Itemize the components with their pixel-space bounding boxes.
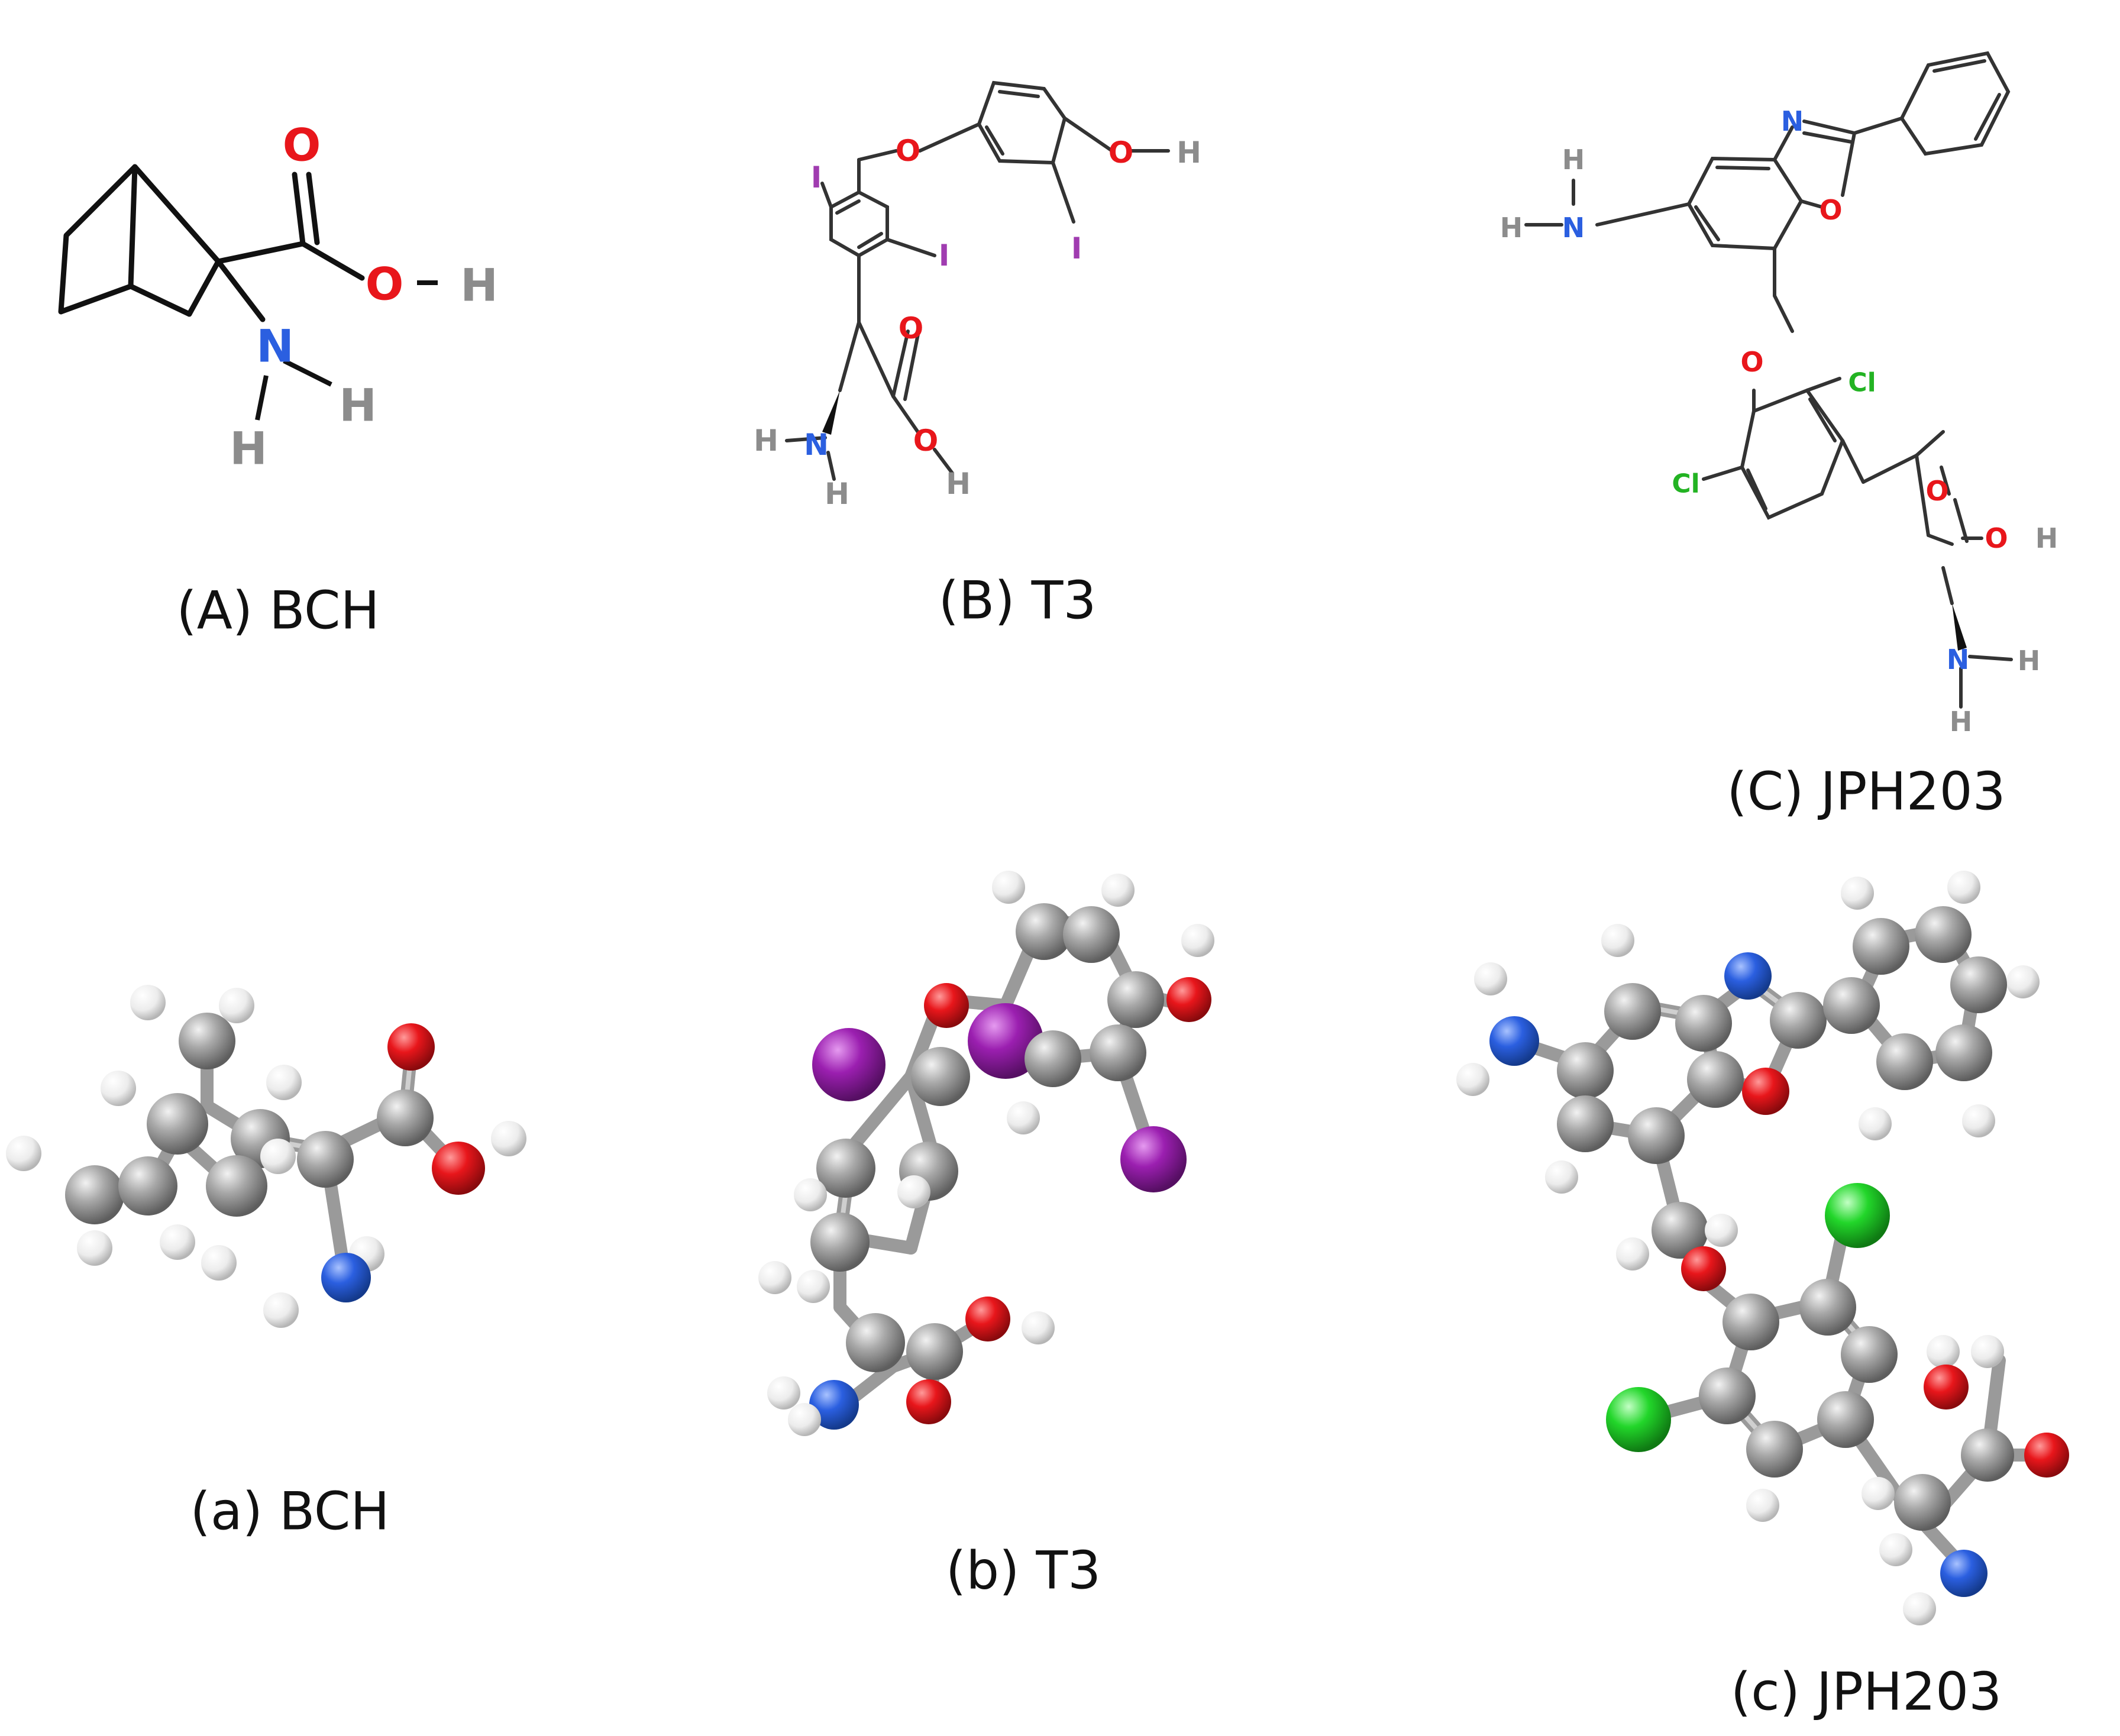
atom-label-h: H bbox=[754, 424, 778, 458]
atom-label-o: O bbox=[1925, 475, 1948, 507]
atom-label-o: O bbox=[1985, 522, 2008, 554]
atom-label-h: H bbox=[339, 379, 377, 432]
atom-label-cl: Cl bbox=[1672, 469, 1699, 499]
caption-c: (c) JPH203 bbox=[1731, 1661, 2002, 1722]
caption-C: (C) JPH203 bbox=[1727, 761, 2005, 822]
atom-label-i: I bbox=[811, 160, 822, 195]
atom-label-h: H bbox=[230, 422, 267, 475]
atom-label-h: H bbox=[946, 467, 971, 501]
atom-label-o: O bbox=[896, 134, 921, 168]
atom-label-o: O bbox=[283, 119, 321, 172]
atom-label-h: H bbox=[1562, 144, 1585, 176]
atom-label-n: N bbox=[804, 428, 829, 462]
atom-label-h: H bbox=[825, 477, 849, 511]
bch-ball-and-stick-3d bbox=[6, 985, 526, 1328]
atom-label-o: O bbox=[913, 424, 939, 458]
atom-label-h: H bbox=[2018, 645, 2041, 677]
caption-A: (A) BCH bbox=[176, 580, 379, 641]
caption-B: (B) T3 bbox=[939, 570, 1097, 631]
t3-ball-and-stick-3d bbox=[758, 871, 1214, 1436]
atom-label-o: O bbox=[1109, 135, 1134, 170]
atom-label-h: H bbox=[460, 259, 498, 312]
atom-label-o: O bbox=[899, 311, 924, 345]
atom-label-o: O bbox=[366, 258, 404, 311]
atom-label-i: I bbox=[939, 238, 950, 273]
t3-structure-2d: I O I O H I O O H N H H bbox=[754, 80, 1201, 511]
jph203-ball-and-stick-3d bbox=[1456, 871, 2069, 1625]
atom-label-n: N bbox=[1781, 105, 1804, 137]
atom-label-n: N bbox=[1562, 212, 1585, 244]
atom-label-h: H bbox=[2035, 522, 2058, 554]
atom-label-o: O bbox=[1740, 346, 1763, 378]
bch-structure-2d: O O H N H H bbox=[58, 119, 498, 475]
atom-label-n: N bbox=[256, 320, 294, 373]
atom-label-h: H bbox=[1950, 706, 1973, 738]
atom-label-n: N bbox=[1947, 644, 1970, 675]
atom-label-h: H bbox=[1177, 135, 1201, 170]
caption-b: (b) T3 bbox=[946, 1540, 1101, 1601]
caption-a: (a) BCH bbox=[190, 1481, 389, 1542]
atom-label-cl: Cl bbox=[1848, 368, 1876, 398]
atom-label-o: O bbox=[1819, 194, 1842, 226]
jph203-structure-2d: N O N H H O Cl Cl O O H N H H bbox=[1500, 51, 2058, 738]
atom-label-i: I bbox=[1071, 231, 1082, 266]
atom-label-h: H bbox=[1500, 212, 1523, 244]
